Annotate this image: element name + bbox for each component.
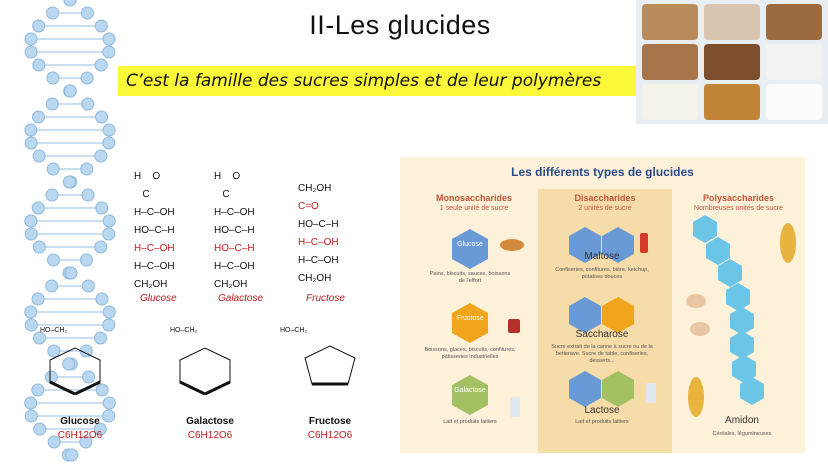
- struct-line: H–C–OH: [134, 261, 175, 272]
- glucose-label: Glucose: [140, 293, 177, 304]
- carbohydrate-types-infographic: Les différents types de glucides Monosac…: [400, 157, 805, 453]
- dna-helix-image: [24, 0, 116, 462]
- fructose-cyclic-name: Fructose: [308, 416, 352, 427]
- struct-line: HO–C–H: [214, 225, 255, 236]
- sugars-photo: [636, 0, 828, 124]
- struct-line: HO–C–H: [298, 219, 339, 230]
- fructose-linear-structure: CH₂OH C=O HO–C–H H–C–OH H–C–OH CH₂OH: [298, 180, 339, 288]
- lactose-note: Lait et produits laitiers: [575, 419, 629, 425]
- saccharose-note: Sucre extrait de la canne à sucre ou de …: [551, 344, 653, 364]
- galactose-cyclic-name: Galactose: [186, 416, 234, 427]
- glucose-cyclic-name: Glucose: [60, 416, 100, 427]
- infographic-title: Les différents types de glucides: [511, 165, 694, 179]
- amidon-note: Céréales, légumineuses: [712, 431, 772, 437]
- polysaccharides-heading: Polysaccharides: [702, 193, 775, 203]
- struct-line: C: [214, 189, 230, 200]
- page-title: II-Les glucides: [309, 10, 491, 40]
- struct-line: C: [134, 189, 150, 200]
- struct-line: HO–C–H: [214, 243, 255, 254]
- fructose-formula: C6H12O6: [307, 430, 353, 441]
- hexagon-drawing: [452, 215, 796, 417]
- fructose-note: Boissons, glaces, biscuits, confitures, …: [424, 347, 516, 360]
- struct-line: CH₂OH: [298, 183, 332, 194]
- struct-line: CH₂OH: [134, 279, 168, 290]
- struct-line: C=O: [298, 201, 319, 212]
- glucose-hex-label: Glucose: [457, 241, 483, 248]
- struct-line: CH₂OH: [214, 279, 248, 290]
- amidon-name: Amidon: [725, 415, 759, 426]
- cyclic-rings-drawing: HO–CH₂ HO–CH₂ HO–CH₂: [40, 327, 356, 396]
- struct-line: H–C–OH: [134, 207, 175, 218]
- cyclic-structures-panel: HO–CH₂ HO–CH₂ HO–CH₂ Glucose C6H12O6 Galac…: [30, 320, 370, 462]
- monosaccharides-sub: 1 seule unité de sucre: [439, 205, 509, 212]
- galactose-hex-label: Galactose: [454, 387, 486, 394]
- maltose-name: Maltose: [584, 251, 620, 262]
- svg-text:HO–CH₂: HO–CH₂: [280, 327, 308, 334]
- struct-line: H O: [214, 171, 241, 182]
- polysaccharides-sub: Nombreuses unités de sucre: [693, 205, 784, 212]
- disaccharides-heading: Disaccharides: [574, 193, 636, 203]
- galactose-linear-structure: H O C H–C–OH HO–C–H HO–C–H H–C–OH CH₂OH: [214, 168, 255, 294]
- fructose-hex-label: Fructose: [456, 315, 484, 322]
- subtitle-banner: C’est la famille des sucres simples et d…: [118, 66, 638, 96]
- struct-line: H O: [134, 171, 161, 182]
- disaccharides-sub: 2 unités de sucre: [578, 205, 632, 212]
- galactose-label: Galactose: [218, 293, 264, 304]
- maltose-note: Confiseries, confitures, bière, ketchup,…: [555, 267, 649, 280]
- struct-line: H–C–OH: [134, 243, 175, 254]
- saccharose-name: Saccharose: [575, 329, 629, 340]
- glucose-formula: C6H12O6: [57, 430, 103, 441]
- svg-text:HO–CH₂: HO–CH₂: [170, 327, 198, 334]
- struct-line: H–C–OH: [298, 237, 339, 248]
- monosaccharides-heading: Monosaccharides: [435, 193, 513, 203]
- lactose-name: Lactose: [584, 405, 620, 416]
- glucose-note: Pains, biscuits, sauces, boissons de l'e…: [429, 271, 511, 284]
- struct-line: CH₂OH: [298, 273, 332, 284]
- galactose-formula: C6H12O6: [187, 430, 233, 441]
- struct-line: H–C–OH: [214, 207, 255, 218]
- svg-text:HO–CH₂: HO–CH₂: [40, 327, 68, 334]
- galactose-note: Lait et produits laitiers: [443, 419, 497, 425]
- struct-line: H–C–OH: [214, 261, 255, 272]
- fructose-label: Fructose: [306, 293, 345, 304]
- struct-line: H–C–OH: [298, 255, 339, 266]
- glucose-linear-structure: H O C H–C–OH HO–C–H H–C–OH H–C–OH CH₂OH: [134, 168, 175, 294]
- struct-line: HO–C–H: [134, 225, 175, 236]
